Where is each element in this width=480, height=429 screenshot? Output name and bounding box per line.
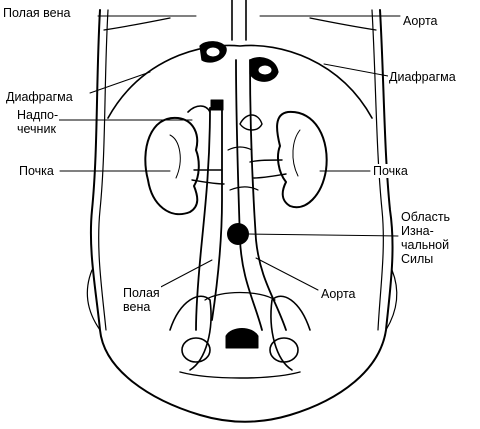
diaphragm (103, 17, 377, 119)
top-vessels (199, 0, 279, 82)
adrenal-glands (187, 105, 263, 131)
left-kidney (144, 116, 225, 216)
original-force-dot (227, 223, 249, 245)
torso-outline (86, 9, 398, 423)
pelvis (169, 291, 311, 379)
label-kidney-left: Почка (18, 164, 55, 178)
label-vena-cava-top: Полая вена (2, 6, 72, 20)
central-vessels (195, 59, 287, 331)
label-vena-cava-bottom: Полая вена (122, 286, 161, 314)
label-original-force-region: Область Изна- чальной Силы (400, 210, 452, 266)
label-adrenal-gland: Надпо- чечник (16, 108, 60, 136)
leader-lines (55, 15, 401, 291)
label-aorta-top: Аорта (402, 14, 439, 28)
label-kidney-right: Почка (372, 164, 409, 178)
label-diaphragm-right: Диафрагма (388, 70, 457, 84)
label-aorta-bottom: Аорта (320, 287, 357, 301)
label-diaphragm-left: Диафрагма (5, 90, 74, 104)
right-kidney (249, 110, 328, 209)
